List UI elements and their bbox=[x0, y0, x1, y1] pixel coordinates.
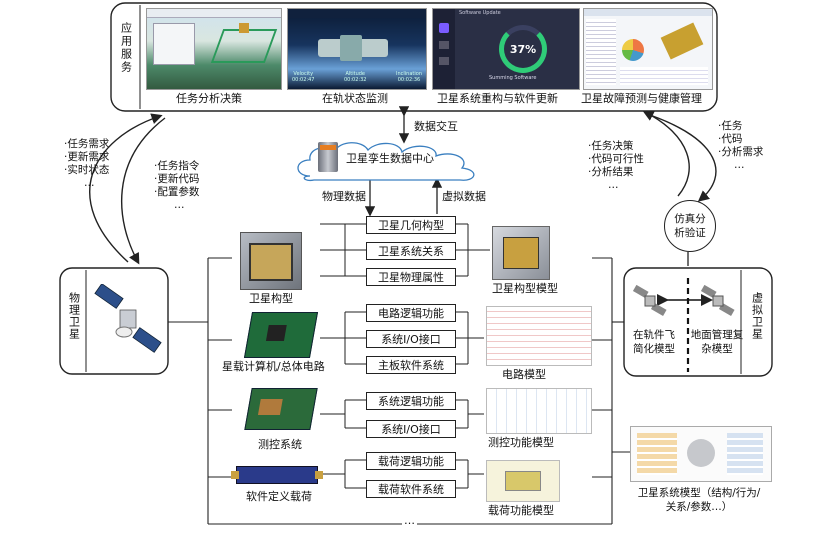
component-name: 卫星构型 bbox=[249, 292, 293, 305]
function-box: 主板软件系统 bbox=[366, 356, 456, 374]
function-box: 载荷逻辑功能 bbox=[366, 452, 456, 470]
model-name: 电路模型 bbox=[502, 368, 546, 381]
update-window-title: Software Update bbox=[459, 10, 501, 16]
sidebar-app-icon bbox=[439, 57, 449, 65]
component-name: 测控系统 bbox=[258, 438, 302, 451]
function-box: 卫星系统关系 bbox=[366, 242, 456, 260]
onboard-computer-image bbox=[243, 312, 319, 358]
ellipsis: … bbox=[402, 514, 417, 528]
right-down-bullets: ·任务·代码·分析需求… bbox=[718, 120, 764, 171]
data-exchange-label: 数据交互 bbox=[414, 120, 458, 133]
function-box: 电路逻辑功能 bbox=[366, 304, 456, 322]
physical-data-label: 物理数据 bbox=[322, 190, 366, 203]
update-status-text: Summing Software bbox=[489, 75, 537, 81]
sidebar-app-icon bbox=[439, 41, 449, 49]
satellite-icon bbox=[94, 283, 162, 356]
onorbit-model-label: 在轨件飞简化模型 bbox=[633, 329, 675, 355]
service-item: 卫星系统重构与软件更新 bbox=[437, 92, 558, 105]
sim-verify-node: 仿真分析验证 bbox=[664, 200, 716, 252]
model-name: 卫星构型模型 bbox=[492, 282, 558, 295]
model-name: 载荷功能模型 bbox=[488, 504, 554, 517]
server-icon bbox=[318, 142, 338, 172]
sdr-payload-image bbox=[231, 466, 323, 484]
component-name: 星载计算机/总体电路 bbox=[222, 360, 325, 373]
function-box: 系统I/O接口 bbox=[366, 330, 456, 348]
function-box: 载荷软件系统 bbox=[366, 480, 456, 498]
right-up-bullets: ·任务决策·代码可行性·分析结果… bbox=[588, 140, 644, 191]
service-item: 在轨状态监测 bbox=[322, 92, 388, 105]
data-center-cloud bbox=[297, 142, 475, 182]
satellite-model-icon bbox=[660, 22, 704, 60]
sidebar-app-icon bbox=[439, 23, 449, 33]
satellite-structure-image bbox=[240, 232, 302, 290]
mission-analysis-screenshot bbox=[146, 8, 282, 90]
pie-chart-icon bbox=[622, 39, 644, 61]
structure-model-image bbox=[492, 226, 550, 280]
app-services-label: 应用服务 bbox=[119, 22, 133, 74]
ttc-model-image bbox=[486, 388, 592, 434]
system-model-label: 卫星系统模型（结构/行为/关系/参数…） bbox=[637, 487, 761, 513]
system-model-image bbox=[630, 426, 772, 482]
function-box: 卫星几何构型 bbox=[366, 216, 456, 234]
model-name: 测控功能模型 bbox=[488, 436, 554, 449]
onorbit-satellite-icon bbox=[632, 284, 668, 318]
circuit-model-image bbox=[486, 306, 592, 366]
left-down-bullets: ·任务指令·更新代码·配置参数… bbox=[154, 160, 200, 211]
function-box: 系统I/O接口 bbox=[366, 420, 456, 438]
ground-satellite-icon bbox=[700, 284, 736, 318]
component-name: 软件定义载荷 bbox=[246, 490, 312, 503]
ttc-board-image bbox=[244, 388, 318, 430]
virtual-satellite-label: 虚拟卫星 bbox=[750, 292, 764, 340]
service-item: 卫星故障预测与健康管理 bbox=[581, 92, 702, 105]
function-box: 系统逻辑功能 bbox=[366, 392, 456, 410]
left-up-bullets: ·任务需求·更新需求·实时状态… bbox=[64, 138, 110, 189]
ground-model-label: 地面管理复杂模型 bbox=[690, 329, 744, 355]
function-box: 卫星物理属性 bbox=[366, 268, 456, 286]
data-center-label: 卫星孪生数据中心 bbox=[346, 152, 434, 165]
fault-prediction-screenshot bbox=[583, 8, 713, 90]
update-progress-ring: 37% bbox=[499, 25, 547, 73]
software-update-screenshot: Software Update 37% Summing Software bbox=[432, 8, 580, 90]
physical-satellite-label: 物理卫星 bbox=[67, 292, 81, 340]
payload-model-image bbox=[486, 460, 560, 502]
virtual-data-label: 虚拟数据 bbox=[442, 190, 486, 203]
service-item: 任务分析决策 bbox=[176, 92, 242, 105]
